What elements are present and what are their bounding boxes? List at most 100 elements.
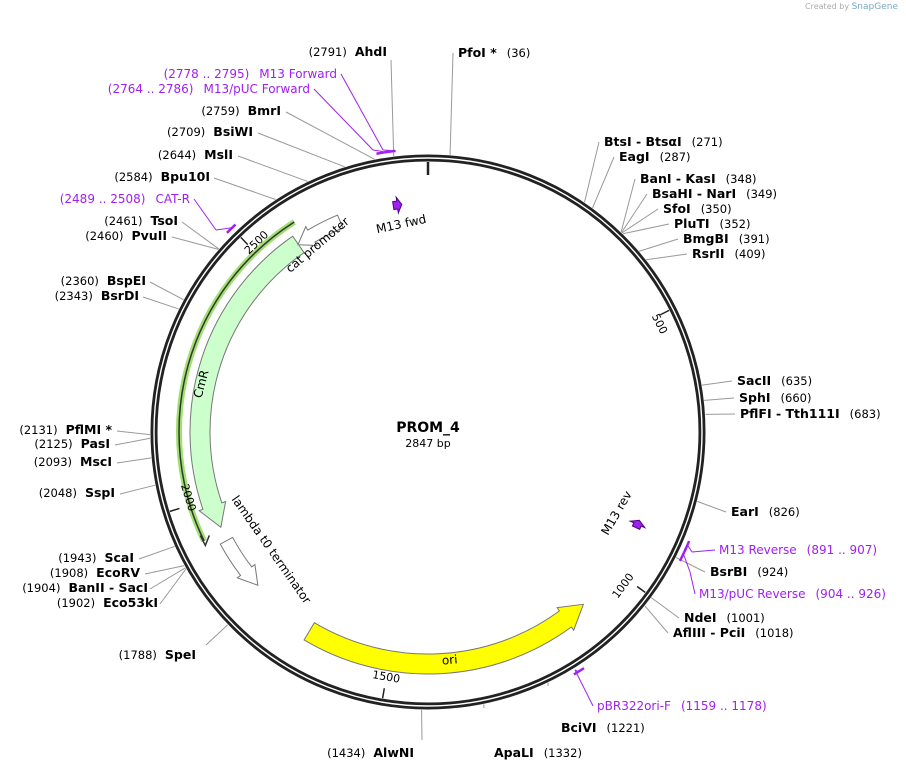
enzyme-label[interactable]: PfoI *(36) [458, 45, 530, 60]
enzyme-leader-line [701, 380, 733, 386]
enzyme-label[interactable]: BtsI - BtsαI (271) [604, 134, 723, 149]
primer-binding-site[interactable] [376, 150, 391, 155]
enzyme-name: BspEI [107, 273, 146, 288]
enzyme-name: ApaLI [494, 745, 534, 760]
enzyme-position: (350) [701, 202, 732, 216]
enzyme-label[interactable]: (2461)TsoI [104, 213, 178, 228]
enzyme-label[interactable]: EagI (287) [619, 149, 691, 164]
primer-binding-site[interactable] [226, 223, 237, 234]
feature-cmr[interactable] [189, 235, 305, 529]
primer-label[interactable]: (2489 .. 2508)CAT-R [60, 192, 190, 206]
primer-name: M13 Reverse [719, 543, 797, 557]
enzyme-name: SpeI [165, 647, 196, 662]
backbone-gap [153, 157, 703, 707]
enzyme-label[interactable]: (2131)PflMI * [19, 422, 112, 437]
enzyme-label[interactable]: BsaHI - NarI(349) [652, 186, 777, 201]
enzyme-leader-line [237, 155, 308, 182]
enzyme-label[interactable]: (1788) SpeI [119, 647, 196, 662]
enzyme-label[interactable]: SacII(635) [737, 373, 812, 388]
enzyme-label[interactable]: (1434)AlwNI [327, 745, 414, 760]
feature-cat-promoter[interactable] [297, 214, 344, 247]
enzyme-position: (1221) [607, 721, 645, 735]
enzyme-label[interactable]: (2709)BsiWI [167, 124, 253, 139]
enzyme-label[interactable]: BciVI(1221) [561, 720, 645, 735]
primer-leader-line [372, 149, 384, 153]
enzyme-label[interactable]: (2360)BspEI [61, 273, 146, 288]
primer-leader-line [683, 554, 691, 573]
primer-label[interactable]: pBR322ori-F(1159 .. 1178) [597, 699, 767, 713]
enzyme-position: (271) [692, 135, 723, 149]
scale-tick [240, 236, 249, 246]
enzyme-name: EarI [731, 504, 759, 519]
enzyme-leader-line [144, 565, 185, 575]
enzyme-name: Bpu10I [161, 169, 210, 184]
enzyme-leader-line [622, 223, 670, 235]
enzyme-label[interactable]: SfoI (350) [663, 201, 732, 216]
enzyme-label[interactable]: (1943)ScaI [58, 550, 134, 565]
enzyme-label[interactable]: (2759)BmrI [201, 103, 281, 118]
enzyme-label[interactable]: (2460)PvuII [85, 228, 167, 243]
primer-label[interactable]: (2778 .. 2795)M13 Forward [164, 67, 337, 81]
enzyme-position: (352) [720, 217, 751, 231]
enzyme-label[interactable]: EarI(826) [731, 504, 800, 519]
enzyme-name: BtsI - BtsαI [604, 134, 682, 149]
primer-name: M13/pUC Forward [203, 82, 310, 96]
feature-label: M13 rev [598, 488, 634, 537]
primer-binding-site[interactable] [678, 547, 688, 562]
enzyme-label[interactable]: (2048)SspI [39, 485, 115, 500]
enzyme-leader-line [149, 281, 184, 301]
primer-range: (2778 .. 2795) [164, 67, 250, 81]
scale-tick [381, 688, 386, 699]
enzyme-label[interactable]: (1904)BanII - SacI [22, 580, 148, 595]
enzyme-label[interactable]: (2791)AhdI [309, 44, 387, 59]
enzyme-label[interactable]: SphI(660) [739, 390, 811, 405]
enzyme-position: (1788) [119, 648, 157, 662]
enzyme-name: EagI [619, 149, 650, 164]
enzyme-label[interactable]: (2343)BsrDI [55, 288, 139, 303]
enzyme-position: (2791) [309, 45, 347, 59]
enzyme-name: PfoI * [458, 45, 497, 60]
primer-binding-site[interactable] [573, 667, 585, 676]
enzyme-label[interactable]: (2125)PasI [34, 436, 110, 451]
enzyme-label[interactable]: RsrII(409) [692, 246, 765, 261]
enzyme-position: (1018) [755, 626, 793, 640]
enzyme-label[interactable]: BmgBI(391) [683, 231, 770, 246]
feature-m13-fwd[interactable] [392, 195, 403, 215]
enzyme-label[interactable]: PluTI(352) [674, 216, 750, 231]
feature-lambda-t0-terminator[interactable] [219, 536, 259, 587]
enzyme-position: (287) [660, 150, 691, 164]
enzyme-name: SfoI [663, 201, 691, 216]
enzyme-label[interactable]: (1902)Eco53kI [57, 595, 158, 610]
primer-name: pBR322ori-F [597, 699, 671, 713]
enzyme-label[interactable]: PflFI - Tth111I(683) [740, 406, 881, 421]
feature-m13-rev[interactable] [628, 519, 647, 530]
enzyme-label[interactable]: (1908)EcoRV [50, 565, 140, 580]
orf-arrowhead [199, 535, 211, 548]
leader-lines [114, 52, 736, 741]
primer-label[interactable]: (2764 .. 2786)M13/pUC Forward [108, 82, 310, 96]
primer-leader-line [313, 88, 374, 151]
primer-leader-line [687, 545, 693, 553]
watermark-text: Created by [805, 2, 850, 11]
enzyme-name: PflMI * [66, 422, 113, 437]
enzyme-position: (1001) [727, 611, 765, 625]
enzyme-name: Eco53kI [103, 595, 158, 610]
primer-label[interactable]: M13 Reverse(891 .. 907) [719, 543, 877, 557]
feature-ori[interactable] [303, 603, 585, 675]
enzyme-label[interactable]: (2644)MslI [158, 147, 233, 162]
enzyme-leader-line [257, 132, 345, 168]
enzyme-label[interactable]: (2584)Bpu10I [114, 169, 210, 184]
enzyme-label[interactable]: ApaLI(1332) [494, 745, 582, 760]
enzyme-name: BanII - SacI [68, 580, 148, 595]
enzyme-label[interactable]: BsrBI(924) [710, 564, 788, 579]
enzyme-name: BmgBI [683, 231, 729, 246]
enzyme-label[interactable]: AflIII - PciI(1018) [673, 625, 794, 640]
primer-range: (2489 .. 2508) [60, 192, 146, 206]
enzyme-label[interactable]: (2093)MscI [34, 454, 112, 469]
enzyme-position: (660) [781, 391, 812, 405]
enzyme-label[interactable]: BanI - KasI(348) [640, 171, 757, 186]
enzyme-position: (2644) [158, 148, 196, 162]
enzyme-label[interactable]: NdeI(1001) [684, 610, 765, 625]
primer-label[interactable]: M13/pUC Reverse(904 .. 926) [699, 587, 886, 601]
